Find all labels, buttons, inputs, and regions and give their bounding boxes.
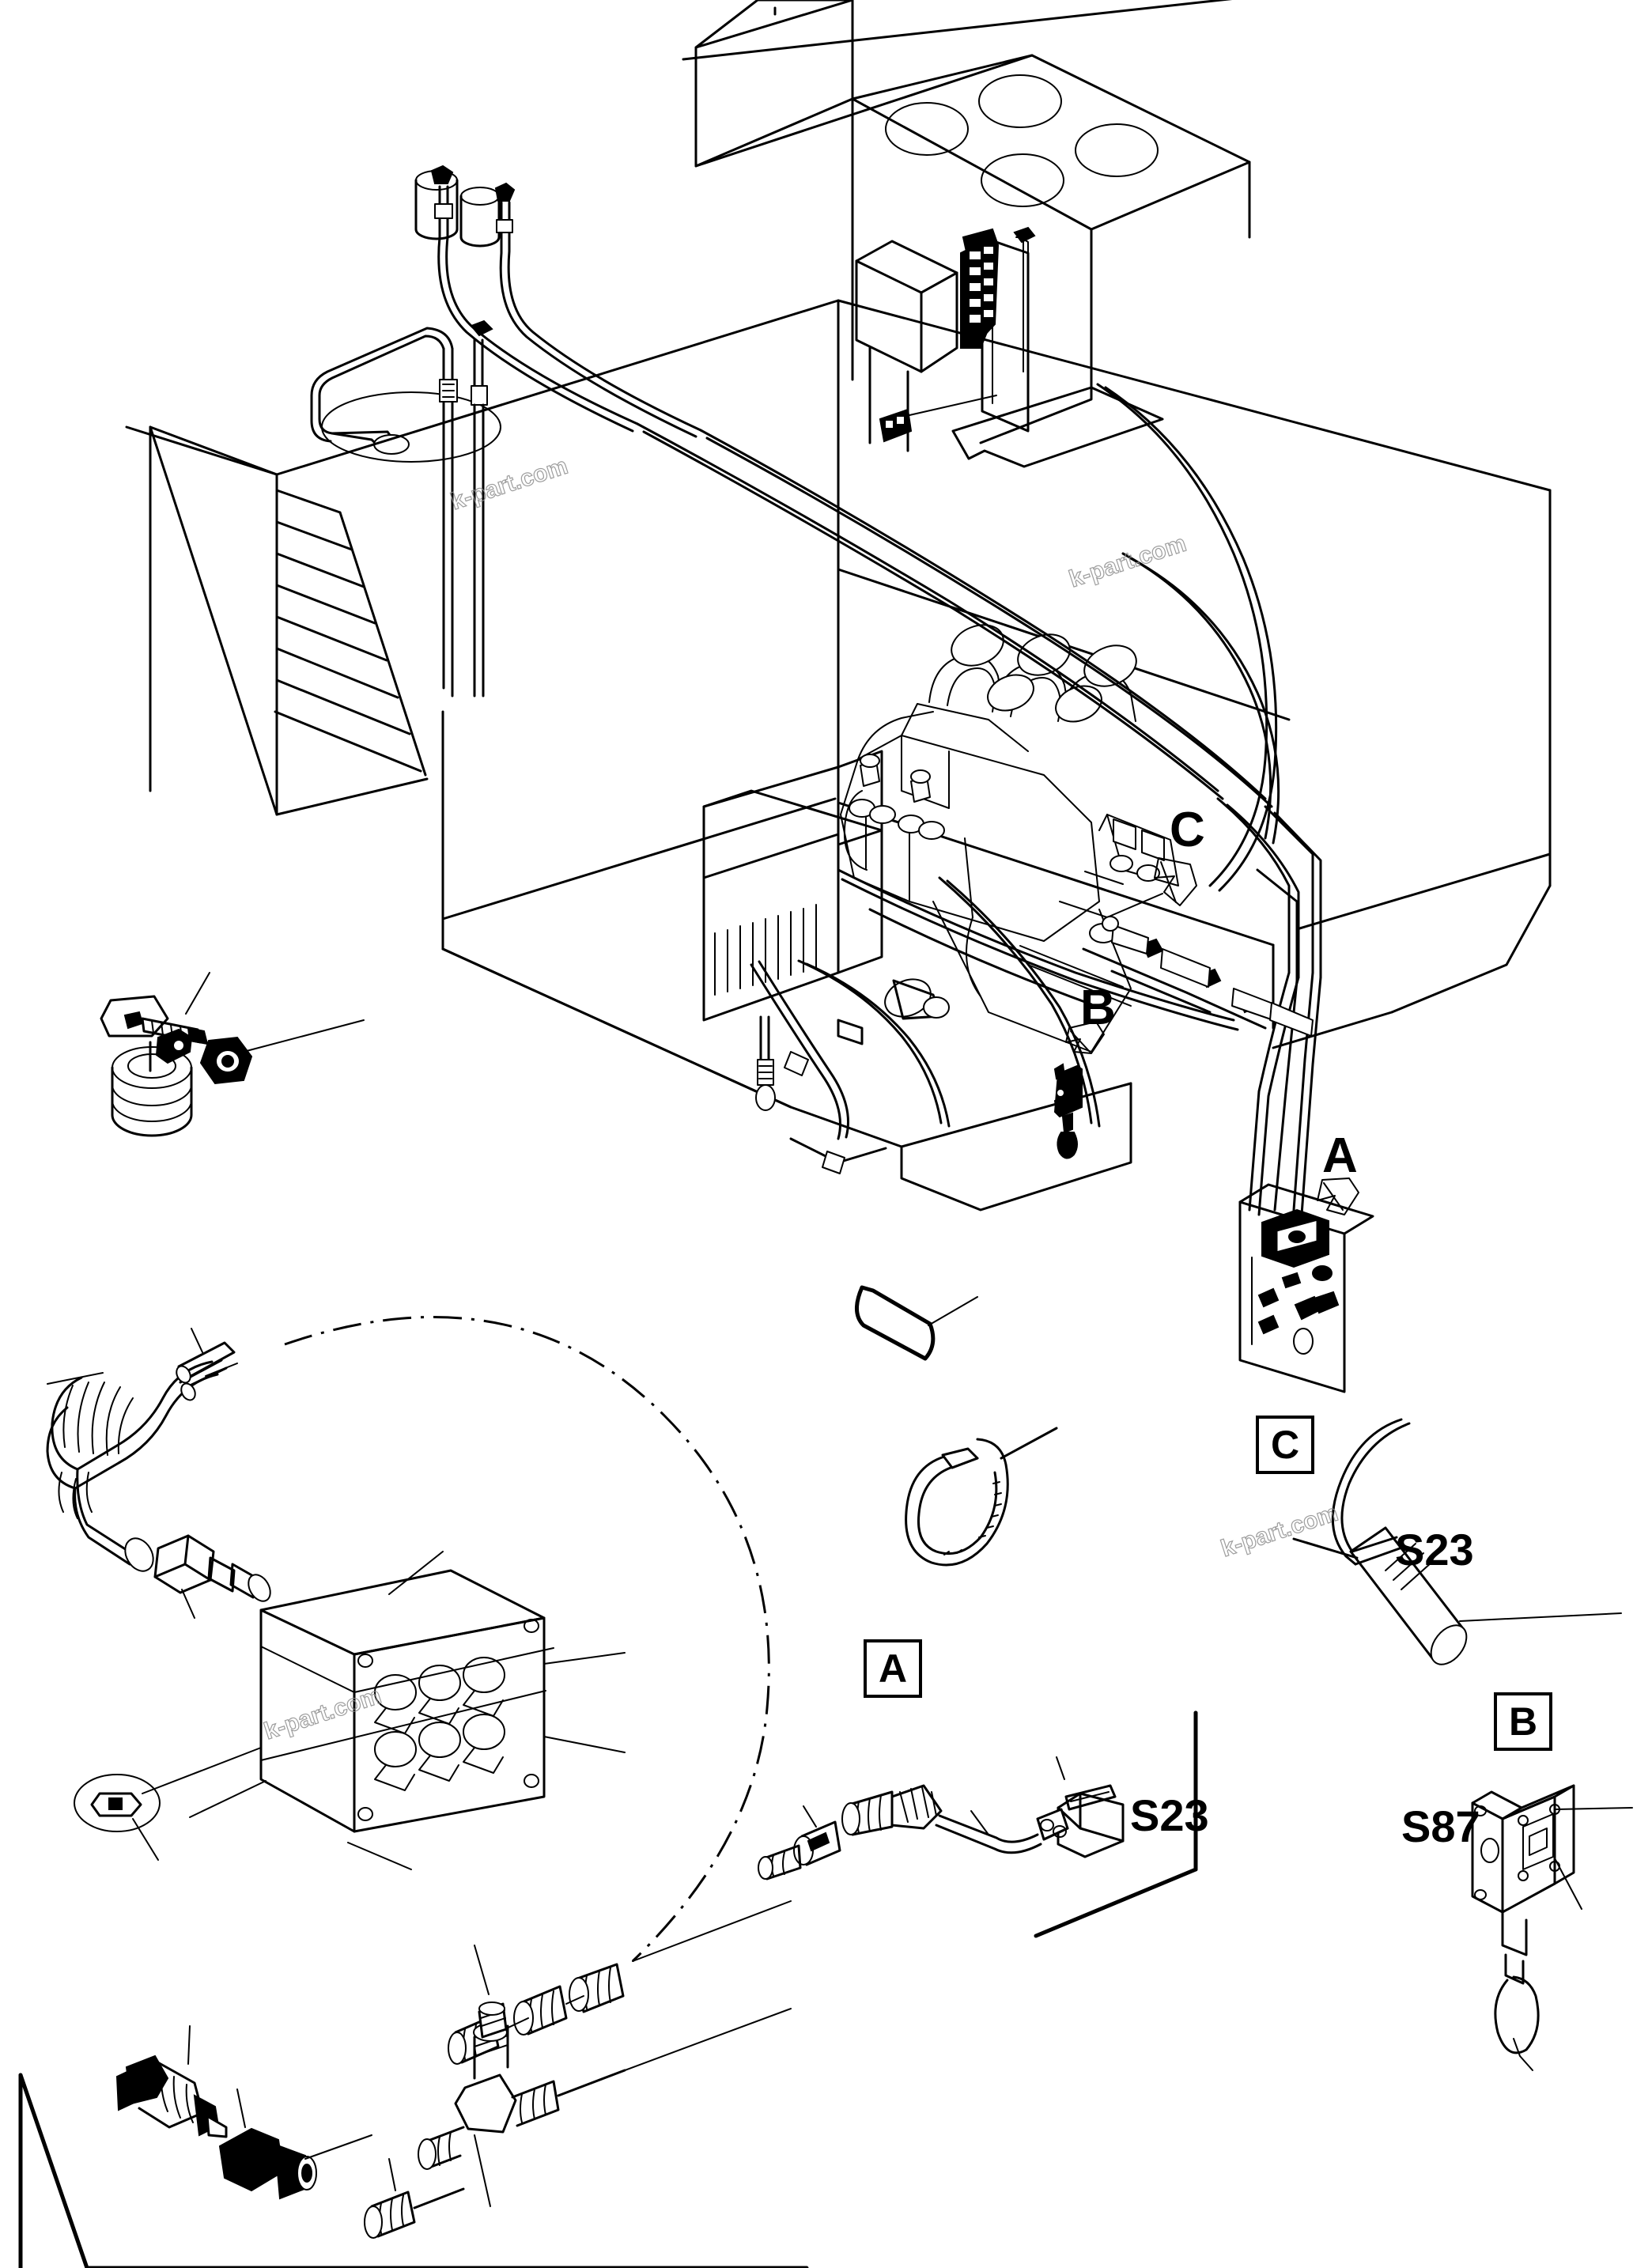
cable-tie <box>905 1427 1058 1567</box>
part-label-s87-b: S87 <box>1401 1801 1480 1851</box>
part-label-s23-a: S23 <box>1130 1790 1209 1840</box>
terminal-clamp <box>100 972 365 1137</box>
marker-letter-c: C <box>1170 803 1205 857</box>
callout-box-a: A <box>864 1639 922 1698</box>
s23-sender <box>1292 1418 1622 1665</box>
wiring-harness <box>636 383 1322 1216</box>
marker-letter-a: A <box>1322 1128 1358 1183</box>
grommet-chain <box>418 1900 792 2207</box>
hose-loop <box>750 960 887 1174</box>
callout-box-c: C <box>1256 1416 1314 1474</box>
callout-box-b: B <box>1494 1692 1552 1751</box>
harness-route-dashdot <box>284 1316 770 1963</box>
machine-enclosure <box>682 0 1251 468</box>
conduit-hose <box>46 1328 271 1619</box>
s87-switch-mainview <box>1053 1063 1083 1159</box>
terminal-strip <box>879 395 997 443</box>
machine-body <box>125 299 1552 1211</box>
lower-deck-sensor <box>755 1015 776 1111</box>
main-junction-box <box>1238 1183 1374 1393</box>
s87-switch <box>1471 1784 1633 2071</box>
battery-terminals <box>414 164 702 438</box>
engine-assembly <box>840 624 1179 1053</box>
radiator <box>702 750 883 1045</box>
detail-frame-lines <box>18 1710 1198 2268</box>
part-label-s23-c: S23 <box>1395 1525 1474 1574</box>
junction-box <box>74 1551 626 1870</box>
tee-fitting <box>418 1945 560 2207</box>
dipstick-assembly <box>310 319 501 697</box>
marker-letter-b: B <box>1080 981 1116 1035</box>
bracket-plate <box>855 1285 978 1361</box>
connector-fittings <box>115 2025 465 2239</box>
